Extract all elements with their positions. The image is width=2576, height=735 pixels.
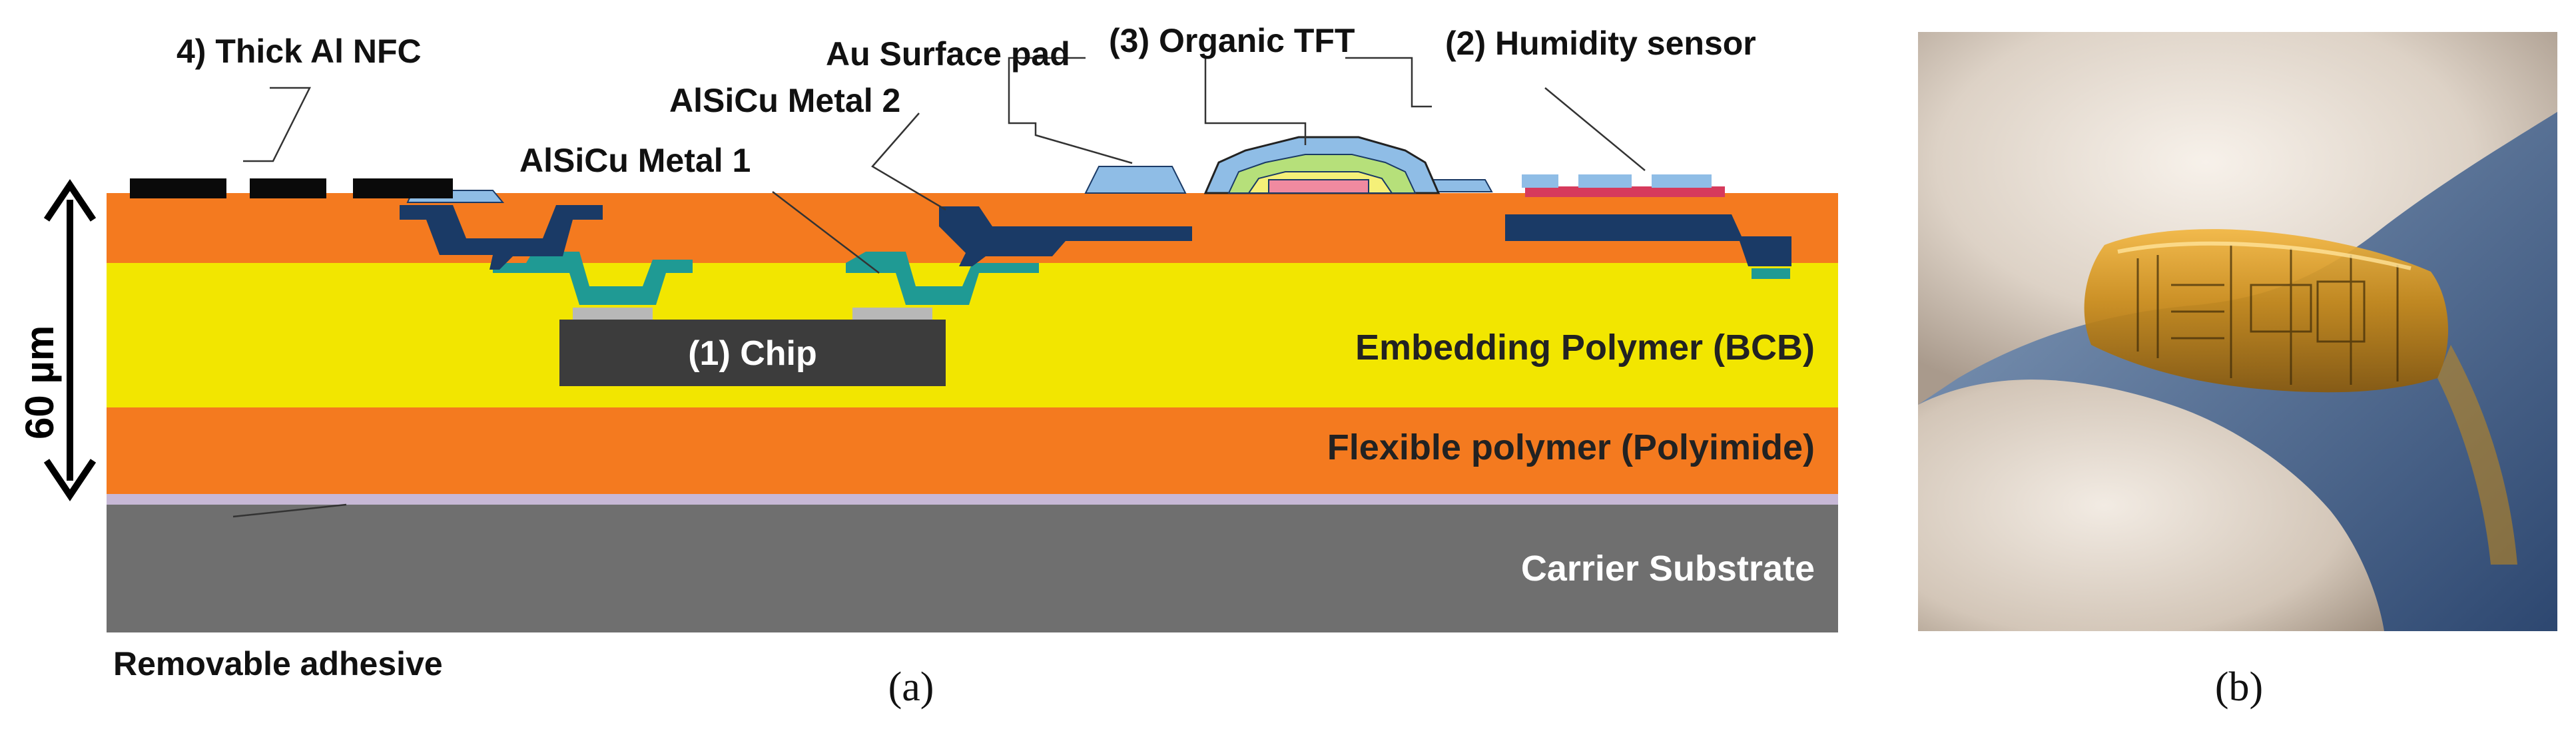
- metal1-trace-left: [493, 252, 693, 305]
- removable-adhesive-layer: [107, 494, 1838, 505]
- flexible-foil: [2084, 229, 2449, 393]
- foil-highlight: [2117, 241, 2412, 270]
- label-metal-2: AlSiCu Metal 2: [669, 82, 900, 119]
- panel-b-photo: (b): [2215, 664, 2263, 710]
- leader-adhesive: [232, 503, 347, 518]
- leader-humidity: [1544, 87, 1646, 171]
- thickness-arrow-head-top: [43, 179, 97, 222]
- chip-die: [559, 320, 946, 386]
- glove-thumb-bottom: [1918, 379, 2384, 631]
- nfc-coil-bar-1: [130, 178, 226, 198]
- caption-a: (a): [888, 664, 934, 710]
- metal2-sensor-trace: [1505, 214, 1791, 266]
- polyimide-bottom-layer: [107, 407, 1838, 494]
- metal1-pad-right-end: [1752, 268, 1790, 279]
- label-carrier-substrate: Carrier Substrate: [1521, 549, 1815, 589]
- flexible-foil-in-fingers-image: [1918, 32, 2557, 631]
- label-thickness-60um: 60 µm: [17, 326, 62, 439]
- humidity-sensor-strip: [1525, 186, 1725, 197]
- humidity-electrode-1: [1522, 174, 1558, 188]
- leader-lines: [232, 57, 1646, 518]
- nfc-coil-bar-2: [250, 178, 326, 198]
- humidity-electrode-2: [1578, 174, 1632, 188]
- leader-metal2: [871, 113, 946, 211]
- caption-b: (b): [2215, 664, 2263, 710]
- label-metal-1: AlSiCu Metal 1: [519, 142, 751, 179]
- label-au-surface-pad: Au Surface pad: [826, 35, 1070, 73]
- chip-contact-right: [852, 308, 932, 320]
- label-organic-tft: (3) Organic TFT: [1109, 22, 1355, 59]
- foil-tail: [2437, 345, 2517, 565]
- metal2-trace-right: [939, 206, 1192, 266]
- leader-tft-right: [1345, 57, 1432, 108]
- leader-au-pad: [1008, 57, 1133, 164]
- leader-nfc: [243, 87, 312, 162]
- nfc-coil-bar-3: [353, 178, 453, 198]
- au-pad-center: [1084, 166, 1187, 194]
- label-chip: (1) Chip: [688, 334, 817, 373]
- label-bcb: Embedding Polymer (BCB): [1355, 328, 1815, 368]
- chip-contact-left: [573, 308, 653, 320]
- foil-circuit-traces: [2136, 245, 2399, 385]
- label-polyimide: Flexible polymer (Polyimide): [1327, 427, 1815, 467]
- metal2-trace-left: [400, 205, 603, 270]
- humidity-electrode-3: [1652, 174, 1712, 188]
- label-removable-adhesive: Removable adhesive: [113, 645, 443, 682]
- label-thick-al-nfc: 4) Thick Al NFC: [176, 33, 422, 70]
- carrier-substrate-layer: [107, 505, 1838, 632]
- panel-a-cross-section: 4) Thick Al NFC Au Surface pad (3) Organ…: [17, 22, 1838, 710]
- glove-finger-top: [1918, 32, 2557, 405]
- label-humidity-sensor: (2) Humidity sensor: [1445, 25, 1756, 62]
- metal1-trace-right: [846, 252, 1039, 305]
- tft-gate: [1268, 179, 1369, 194]
- leader-tft: [1204, 58, 1307, 145]
- leader-metal1: [772, 191, 880, 274]
- thickness-arrow-head-bottom: [43, 459, 97, 501]
